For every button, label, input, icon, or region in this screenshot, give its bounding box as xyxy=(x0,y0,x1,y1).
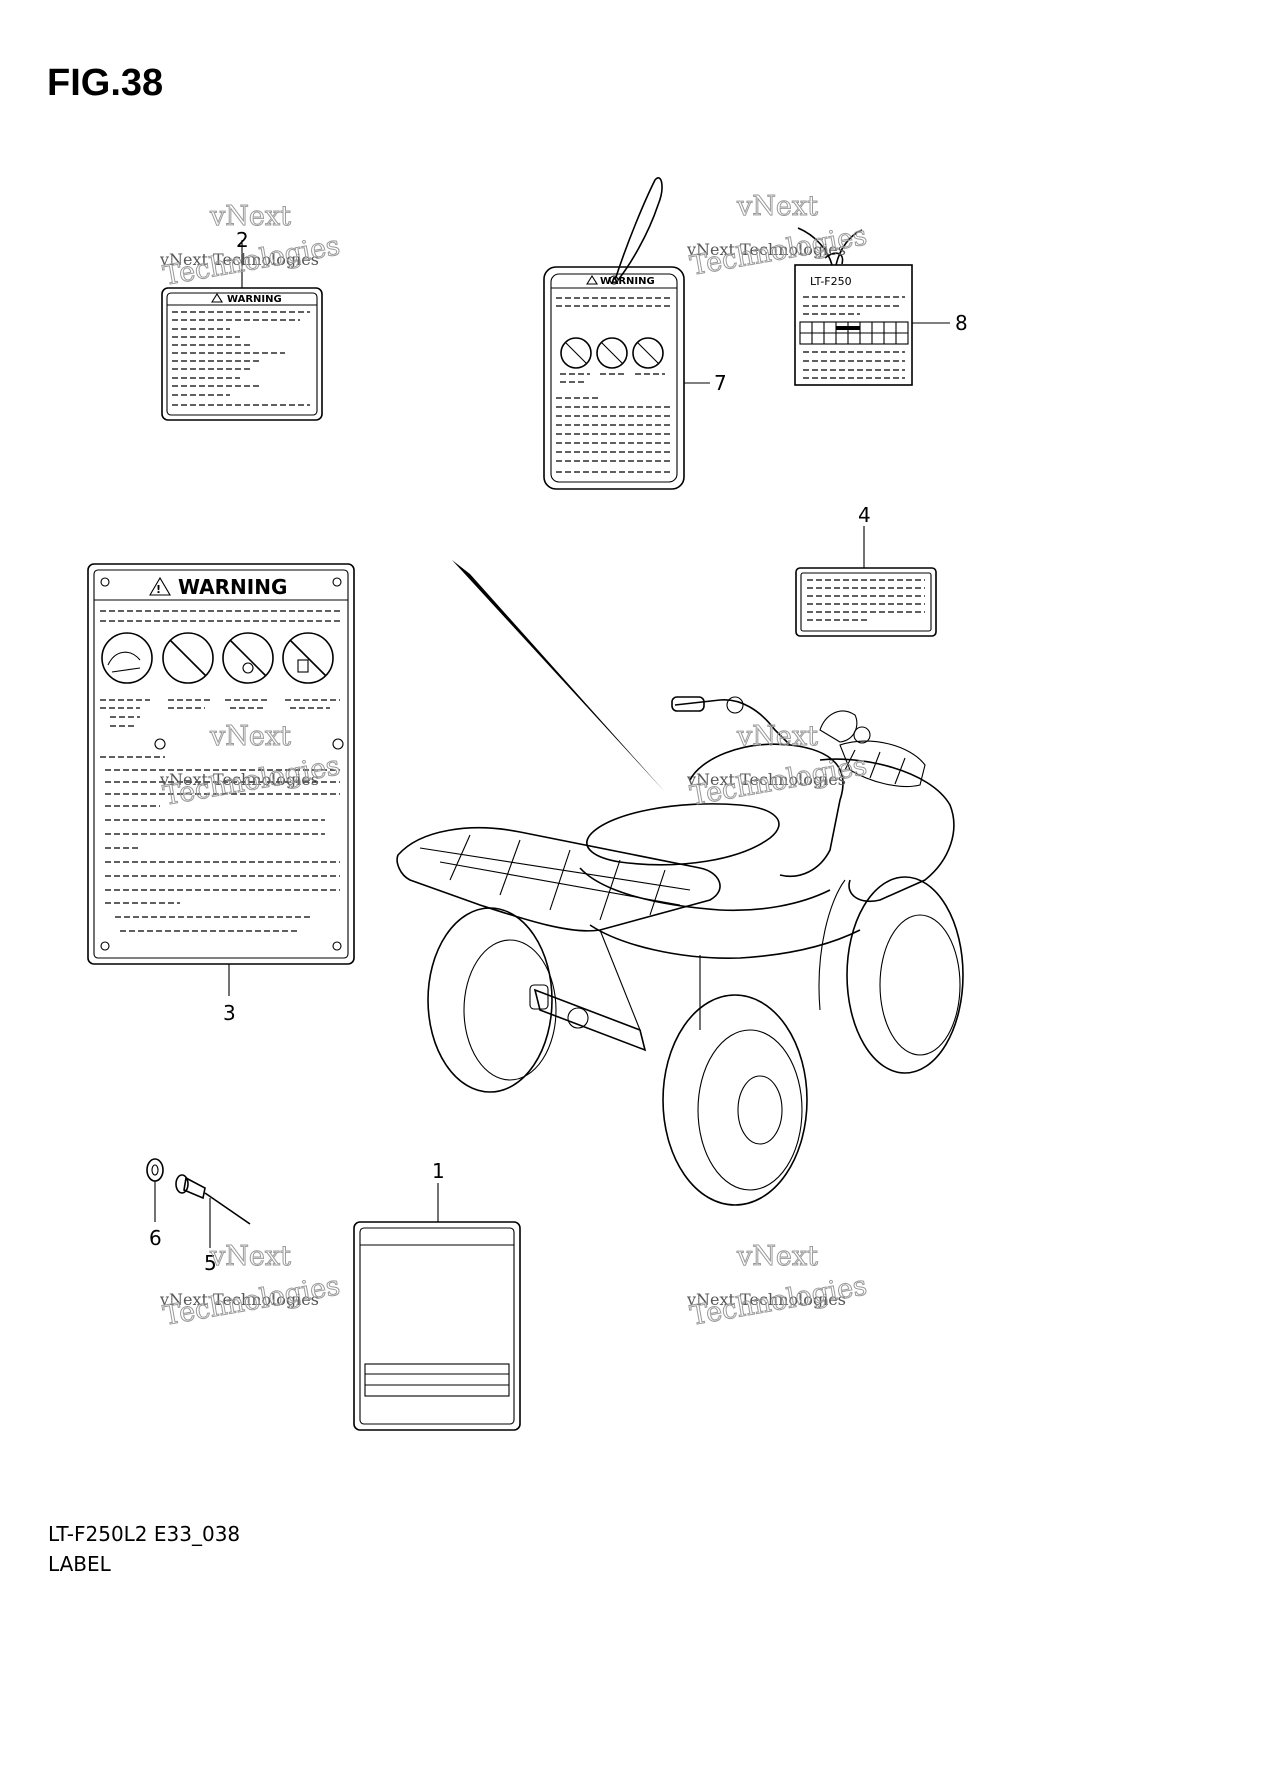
svg-text:Technologies: Technologies xyxy=(688,220,869,282)
svg-text:Technologies: Technologies xyxy=(161,750,342,812)
svg-text:vNext Technologies: vNext Technologies xyxy=(686,770,846,789)
watermark-3: vNext vNext Technologies Technologies xyxy=(159,721,343,813)
atv-illustration xyxy=(396,560,964,1206)
svg-text:Technologies: Technologies xyxy=(688,1270,869,1332)
label-8-barcode-grid xyxy=(800,322,908,344)
callout-4: 4 xyxy=(858,503,871,527)
svg-text:!: ! xyxy=(156,583,161,596)
svg-text:vNext Technologies: vNext Technologies xyxy=(686,240,846,259)
watermark-2: vNext vNext Technologies Technologies xyxy=(686,191,870,283)
label-7-pictograms xyxy=(560,337,664,369)
svg-text:Technologies: Technologies xyxy=(688,750,869,812)
callout-7: 7 xyxy=(714,371,727,395)
callout-3: 3 xyxy=(223,1001,236,1025)
label-2-warning-text: WARNING xyxy=(227,294,282,305)
tag-string xyxy=(614,177,663,281)
label-3-warning-text: WARNING xyxy=(178,575,287,599)
diagram-name: LABEL xyxy=(48,1552,111,1576)
label-4-plate[interactable] xyxy=(795,526,937,637)
svg-text:vNext: vNext xyxy=(209,201,291,232)
watermark-6: vNext vNext Technologies Technologies xyxy=(686,1241,870,1333)
label-8-model-tag[interactable]: LT-F250 xyxy=(794,227,950,386)
svg-text:vNext: vNext xyxy=(736,1241,818,1272)
callout-8: 8 xyxy=(955,311,968,335)
svg-text:Technologies: Technologies xyxy=(161,1270,342,1332)
label-1-plate[interactable] xyxy=(353,1183,521,1431)
svg-text:vNext: vNext xyxy=(209,721,291,752)
label-3-pictograms xyxy=(101,632,334,684)
callout-6: 6 xyxy=(149,1226,162,1250)
svg-text:Technologies: Technologies xyxy=(161,230,342,292)
label-7-warning-text: WARNING xyxy=(600,276,655,287)
svg-text:vNext: vNext xyxy=(736,191,818,222)
label-2-warning-small[interactable]: WARNING xyxy=(161,240,323,421)
pointer-arrow xyxy=(452,560,665,792)
label-2-text-lines xyxy=(172,311,310,406)
watermark-4: vNext vNext Technologies Technologies xyxy=(686,721,870,813)
label-7-hang-tag[interactable]: WARNING xyxy=(543,177,710,490)
washer-6[interactable] xyxy=(146,1158,164,1222)
label-8-model-text: LT-F250 xyxy=(810,275,852,288)
svg-text:vNext Technologies: vNext Technologies xyxy=(159,770,319,789)
watermark-1: vNext vNext Technologies Technologies xyxy=(159,201,343,293)
watermark-5: vNext vNext Technologies Technologies xyxy=(159,1241,343,1333)
callout-2: 2 xyxy=(236,228,249,252)
label-3-warning-large[interactable]: ! WARNING xyxy=(87,563,355,996)
callout-5: 5 xyxy=(204,1251,217,1275)
figure-title: FIG.38 xyxy=(47,62,164,104)
svg-text:vNext Technologies: vNext Technologies xyxy=(159,1290,319,1309)
svg-text:vNext: vNext xyxy=(736,721,818,752)
tag-wire xyxy=(797,227,863,266)
callout-1: 1 xyxy=(432,1159,445,1183)
label-3-text-lines xyxy=(100,699,344,932)
diagram-code: LT-F250L2 E33_038 xyxy=(48,1522,241,1546)
svg-text:vNext: vNext xyxy=(209,1241,291,1272)
svg-text:vNext Technologies: vNext Technologies xyxy=(159,250,319,269)
label-7-text-lines xyxy=(556,373,672,473)
svg-text:vNext Technologies: vNext Technologies xyxy=(686,1290,846,1309)
rivet-5[interactable] xyxy=(175,1174,251,1248)
